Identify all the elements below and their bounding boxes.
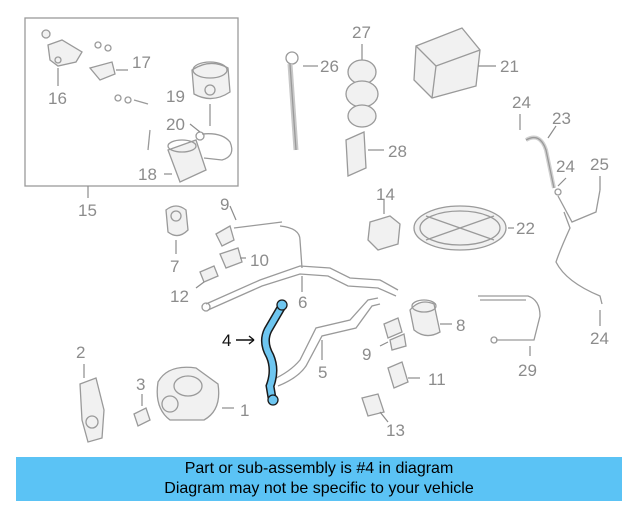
part-26-rod xyxy=(285,51,318,151)
part-18-filter xyxy=(147,129,207,183)
callout-24-bottom: 24 xyxy=(590,329,609,348)
callout-26: 26 xyxy=(320,57,339,76)
part-8-valve xyxy=(409,299,452,337)
part-10-gasket xyxy=(219,247,246,269)
callout-1: 1 xyxy=(240,401,249,420)
callout-17: 17 xyxy=(132,53,151,72)
callout-23: 23 xyxy=(552,109,571,128)
callout-24-mid: 24 xyxy=(556,157,575,176)
callout-25: 25 xyxy=(590,155,609,174)
callout-12: 12 xyxy=(170,287,189,306)
callout-18: 18 xyxy=(138,165,157,184)
part-12-bolt xyxy=(195,265,219,289)
part-11-bracket xyxy=(387,361,420,389)
callout-3: 3 xyxy=(136,375,145,394)
part-9b-gasket xyxy=(379,317,407,351)
part-3-bolt xyxy=(133,394,151,427)
part-7-valve xyxy=(165,205,189,254)
part-22-gasket xyxy=(413,205,514,251)
callout-5: 5 xyxy=(318,363,327,382)
subassembly-box-15 xyxy=(24,17,239,198)
part-27-resonator xyxy=(345,44,379,128)
parts-diagram: 1 2 3 4 5 6 7 8 9 9 10 11 12 13 14 15 16… xyxy=(24,17,609,443)
caption-banner: Part or sub-assembly is #4 in diagram Di… xyxy=(16,457,622,501)
part-23-hose xyxy=(519,114,567,196)
callout-9-top: 9 xyxy=(220,195,229,214)
part-4-hose-highlighted[interactable] xyxy=(236,299,288,406)
callout-7: 7 xyxy=(170,257,179,276)
callout-29: 29 xyxy=(518,361,537,380)
part-9-gasket xyxy=(215,205,237,247)
callout-13: 13 xyxy=(386,421,405,440)
part-6-pipe xyxy=(201,221,399,312)
part-14-sensor xyxy=(367,200,401,251)
part-2-bracket xyxy=(79,364,105,443)
callout-20: 20 xyxy=(166,115,185,134)
callout-10: 10 xyxy=(250,251,269,270)
part-5-pipe xyxy=(271,297,381,387)
part-19-valve xyxy=(191,61,231,126)
callout-28: 28 xyxy=(388,142,407,161)
part-16-bracket xyxy=(41,29,83,86)
callout-4: 4 xyxy=(222,331,231,350)
callout-14: 14 xyxy=(376,185,395,204)
callout-2: 2 xyxy=(76,343,85,362)
part-29-wire xyxy=(478,295,541,356)
part-1-air-pump xyxy=(156,366,234,421)
part-21-module xyxy=(413,27,496,99)
callout-6: 6 xyxy=(298,293,307,312)
part-13-bracket xyxy=(361,393,389,423)
callout-8: 8 xyxy=(456,316,465,335)
callout-11: 11 xyxy=(428,370,446,389)
callout-15: 15 xyxy=(78,201,97,220)
callout-19: 19 xyxy=(166,87,185,106)
callout-9-bottom: 9 xyxy=(362,345,371,364)
part-20-hose xyxy=(189,123,233,161)
caption-line-2: Diagram may not be specific to your vehi… xyxy=(164,480,474,497)
callout-16: 16 xyxy=(48,89,67,108)
part-25-line xyxy=(555,176,603,326)
callout-21: 21 xyxy=(500,57,519,76)
part-17-clip xyxy=(88,41,149,105)
part-28-bracket xyxy=(345,131,384,177)
callout-24-top: 24 xyxy=(512,93,531,112)
callout-27: 27 xyxy=(352,23,371,42)
callout-22: 22 xyxy=(516,219,535,238)
caption-line-1: Part or sub-assembly is #4 in diagram xyxy=(184,460,454,477)
